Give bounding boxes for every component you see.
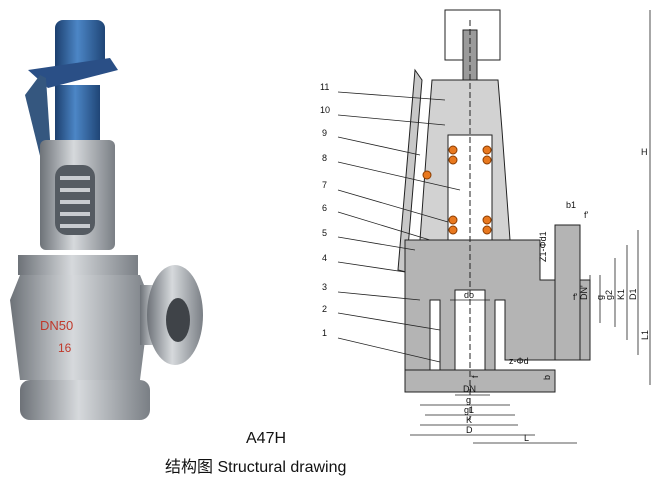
sectional-drawing [397,9,591,420]
dim-Z1-d1: Z1-Φd1 [538,231,548,262]
valve-cap-lower [55,85,100,140]
drawing-caption: 结构图 Structural drawing [165,459,347,476]
part-labels: 11 10 9 8 7 6 5 4 3 2 1 [320,82,330,338]
part-label-5: 5 [322,228,327,238]
dim-DN-prime: DN' [579,285,589,300]
valve-body [10,275,150,380]
part-label-10: 10 [320,105,330,115]
outlet-bore [166,298,190,342]
dim-L1: L1 [640,330,650,340]
dim-outlet-g: g [595,295,605,300]
part-label-1: 1 [322,328,327,338]
dim-D1: D1 [628,288,638,300]
dim-K: K [466,415,472,425]
spring-coils [60,176,90,228]
dim-L: L [524,433,529,443]
bonnet-flange [18,255,138,275]
part-label-2: 2 [322,304,327,314]
part-label-6: 6 [322,203,327,213]
body-marking-size: DN50 [40,318,73,333]
dim-f: f [470,375,480,378]
part-label-9: 9 [322,128,327,138]
part-label-3: 3 [322,282,327,292]
dim-z-d: z-Φd [509,356,529,366]
dim-D: D [466,425,473,435]
dim-inlet-g: g [466,395,471,405]
dim-H: H [641,147,648,157]
model-number: A47H [246,430,287,447]
lifting-lever [28,58,118,88]
dim-b: b [542,375,552,380]
valve-photo: DN50 16 [10,20,203,420]
dim-b1: b1 [566,200,576,210]
cap-outline [444,9,501,61]
dim-g2: g2 [604,290,614,300]
dimension-labels: H b1 f' Z1-Φd1 DN' g g2 K1 D1 L1 f' do D… [463,147,650,443]
spring-section [422,145,492,235]
dimension-lines [410,10,651,444]
inlet-flange-section [404,369,556,393]
outlet-flange-section [554,224,581,361]
body-marking-pressure: 16 [58,341,72,355]
inlet-flange [20,380,150,420]
dim-g1: g1 [464,405,474,415]
dim-outlet-f: f' [584,210,589,220]
dim-K1: K1 [616,289,626,300]
part-leaders [337,91,461,363]
part-label-11: 11 [320,82,329,92]
dim-outlet-f2: f' [573,292,578,302]
dim-DN: DN [463,384,476,394]
part-label-4: 4 [322,253,327,263]
part-label-7: 7 [322,180,327,190]
part-label-8: 8 [322,153,327,163]
dim-do: do [464,290,474,300]
